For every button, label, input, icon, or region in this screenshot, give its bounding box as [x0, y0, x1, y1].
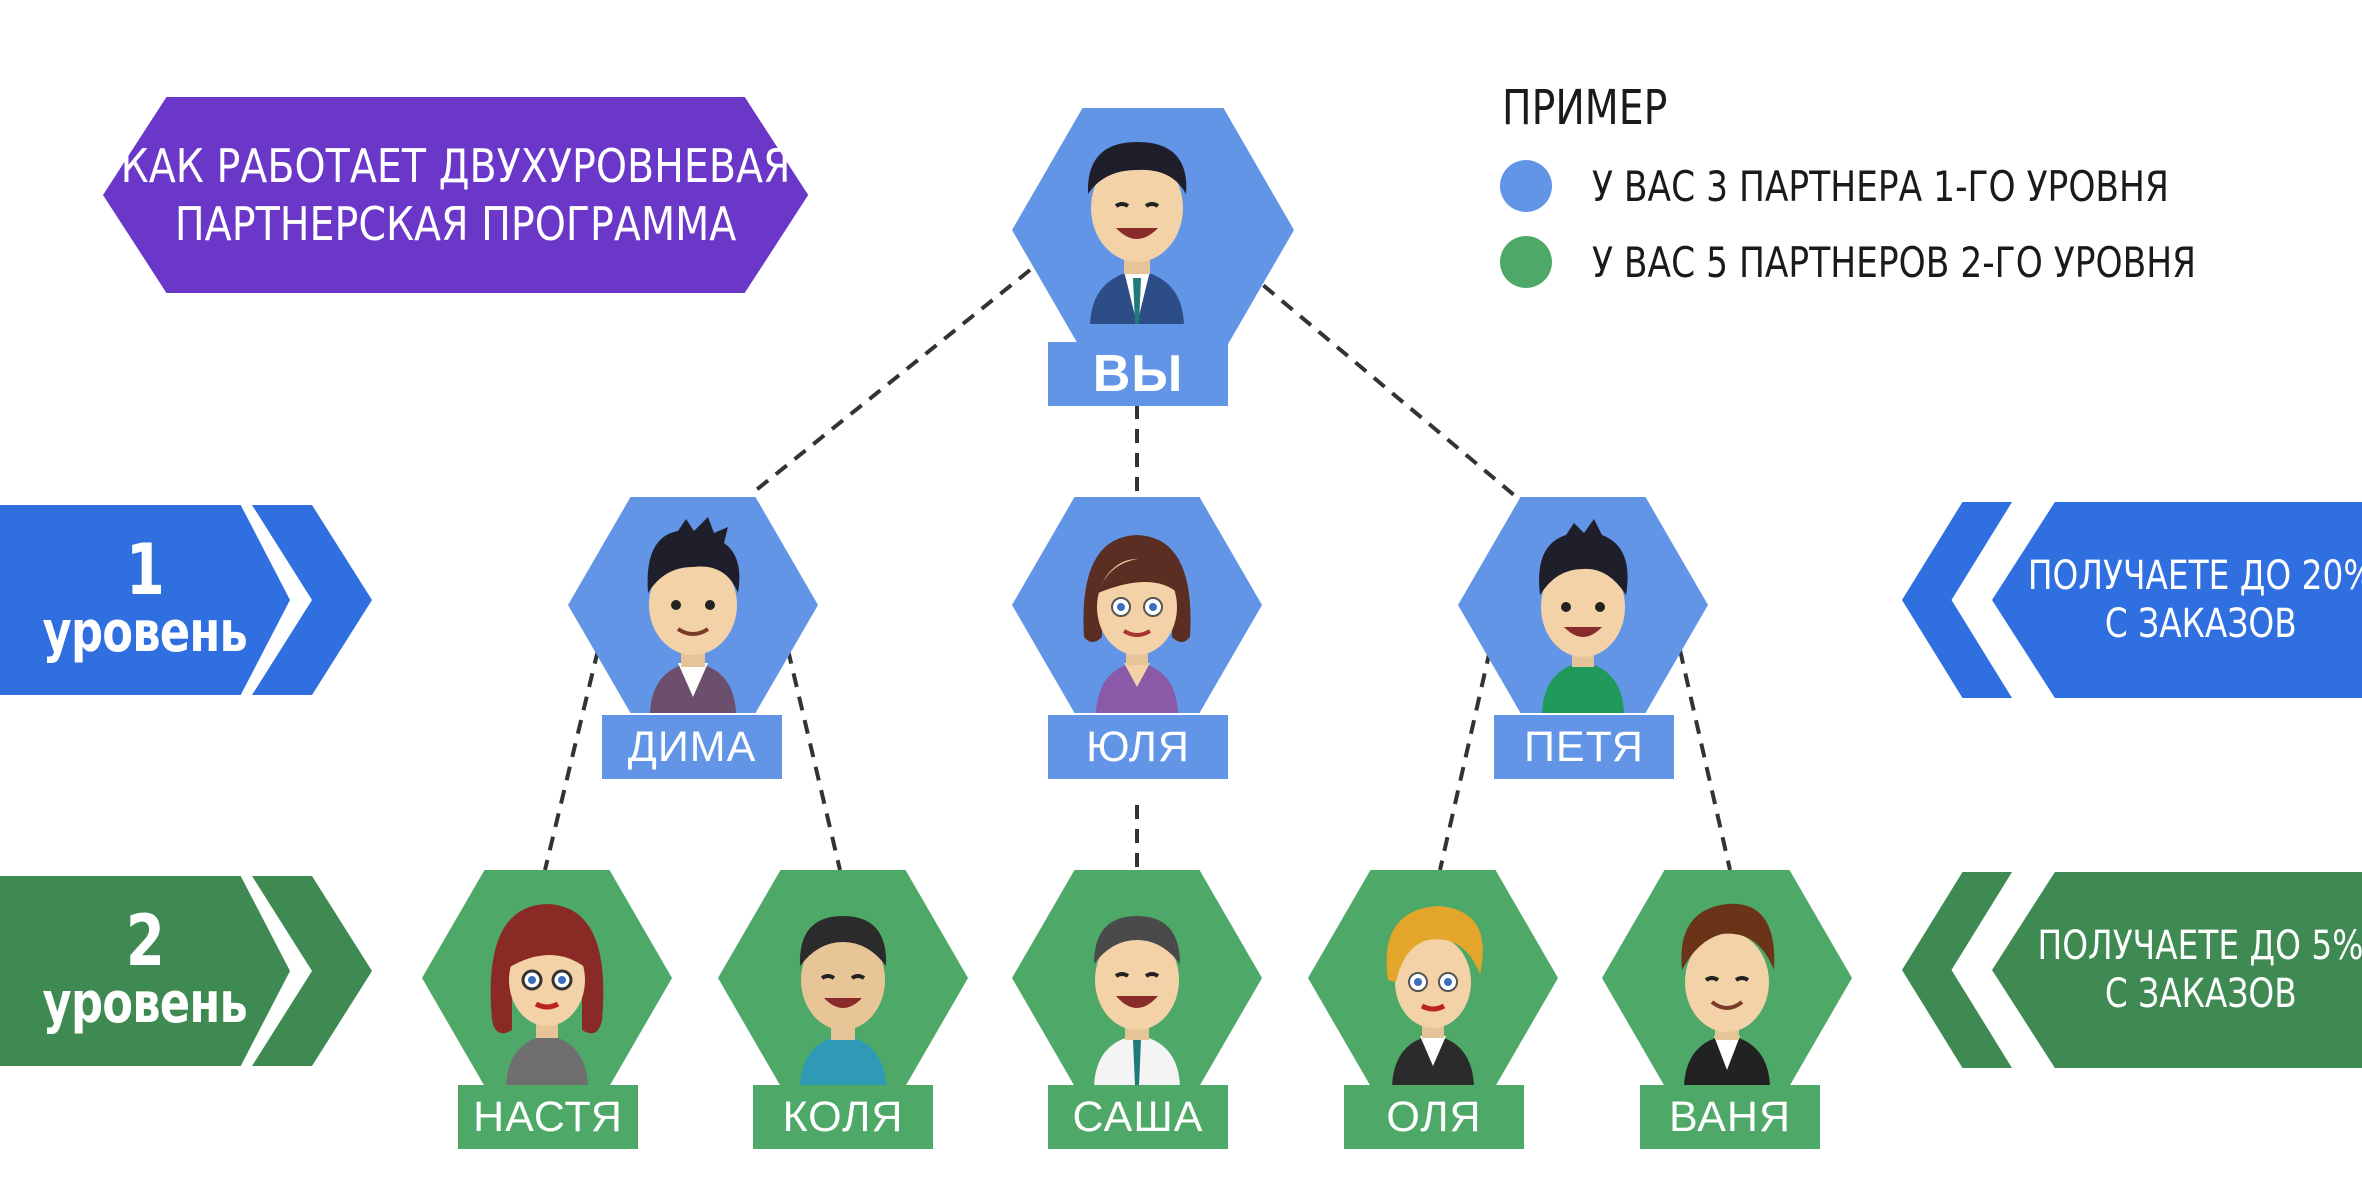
connector-petya-vanya — [1678, 649, 1732, 871]
connector-you-dima — [748, 268, 1032, 497]
person-avatar-icon — [1386, 906, 1483, 1086]
title-line-2: ПАРТНЕРСКАЯ ПРОГРАММА — [174, 197, 737, 251]
legend-item-level1: У ВАС 3 ПАРТНЕРА 1-ГО УРОВНЯ — [1500, 160, 2329, 212]
person-avatar-icon — [1087, 142, 1187, 324]
person-avatar-icon — [1094, 916, 1180, 1086]
node-petya-label: ПЕТЯ — [1494, 715, 1674, 779]
level-2-reward-line-1: ПОЛУЧАЕТЕ ДО 5% — [2037, 923, 2362, 969]
person-avatar-icon — [490, 904, 604, 1086]
level-1-tag: 1 уровень — [0, 505, 290, 695]
person-avatar-icon — [799, 916, 887, 1086]
level-2-word: уровень — [42, 971, 248, 1036]
level-1-number: 1 — [125, 529, 165, 611]
node-nastya-label: НАСТЯ — [458, 1085, 638, 1149]
person-avatar-icon — [1083, 535, 1191, 713]
node-kolya — [718, 870, 968, 1086]
node-vanya-label: ВАНЯ — [1640, 1085, 1820, 1149]
title-banner: КАК РАБОТАЕТ ДВУХУРОВНЕВАЯ ПАРТНЕРСКАЯ П… — [103, 97, 809, 293]
level-1-word: уровень — [42, 600, 248, 665]
level-1-reward-line-2: С ЗАКАЗОВ — [2104, 601, 2297, 647]
person-avatar-icon — [647, 517, 740, 713]
node-dima-label: ДИМА — [602, 715, 782, 779]
title-line-1: КАК РАБОТАЕТ ДВУХУРОВНЕВАЯ — [120, 139, 791, 193]
person-avatar-icon — [1681, 903, 1775, 1086]
connector-dima-nastya — [543, 649, 600, 871]
level-1-reward-line-1: ПОЛУЧАЕТЕ ДО 20% — [2027, 553, 2362, 599]
node-dima — [568, 497, 818, 713]
node-yulia-label: ЮЛЯ — [1048, 715, 1228, 779]
level-2-reward: ПОЛУЧАЕТЕ ДО 5% С ЗАКАЗОВ — [1992, 872, 2362, 1068]
level-2-tag: 2 уровень — [0, 876, 290, 1066]
level-2-reward-line-2: С ЗАКАЗОВ — [2104, 971, 2297, 1017]
person-avatar-icon — [1539, 519, 1628, 713]
connector-you-petya — [1243, 268, 1522, 502]
level-2-number: 2 — [125, 900, 165, 982]
level-1-reward: ПОЛУЧАЕТЕ ДО 20% С ЗАКАЗОВ — [1992, 502, 2362, 698]
node-kolya-label: КОЛЯ — [753, 1085, 933, 1149]
legend-text-level1: У ВАС 3 ПАРТНЕРА 1-ГО УРОВНЯ — [1592, 161, 2169, 211]
node-olya-label: ОЛЯ — [1344, 1085, 1524, 1149]
node-sasha-label: САША — [1048, 1085, 1228, 1149]
legend-text-level2: У ВАС 5 ПАРТНЕРОВ 2-ГО УРОВНЯ — [1592, 237, 2197, 287]
legend-dot-green-icon — [1500, 236, 1552, 288]
legend-title: ПРИМЕР — [1502, 80, 1668, 136]
node-you-label: ВЫ — [1048, 342, 1228, 406]
legend: ПРИМЕР У ВАС 3 ПАРТНЕРА 1-ГО УРОВНЯ У ВА… — [1500, 80, 2329, 288]
connector-dima-kolya — [786, 649, 842, 871]
legend-dot-blue-icon — [1500, 160, 1552, 212]
legend-item-level2: У ВАС 5 ПАРТНЕРОВ 2-ГО УРОВНЯ — [1500, 236, 2329, 288]
connector-petya-olya — [1438, 649, 1492, 871]
